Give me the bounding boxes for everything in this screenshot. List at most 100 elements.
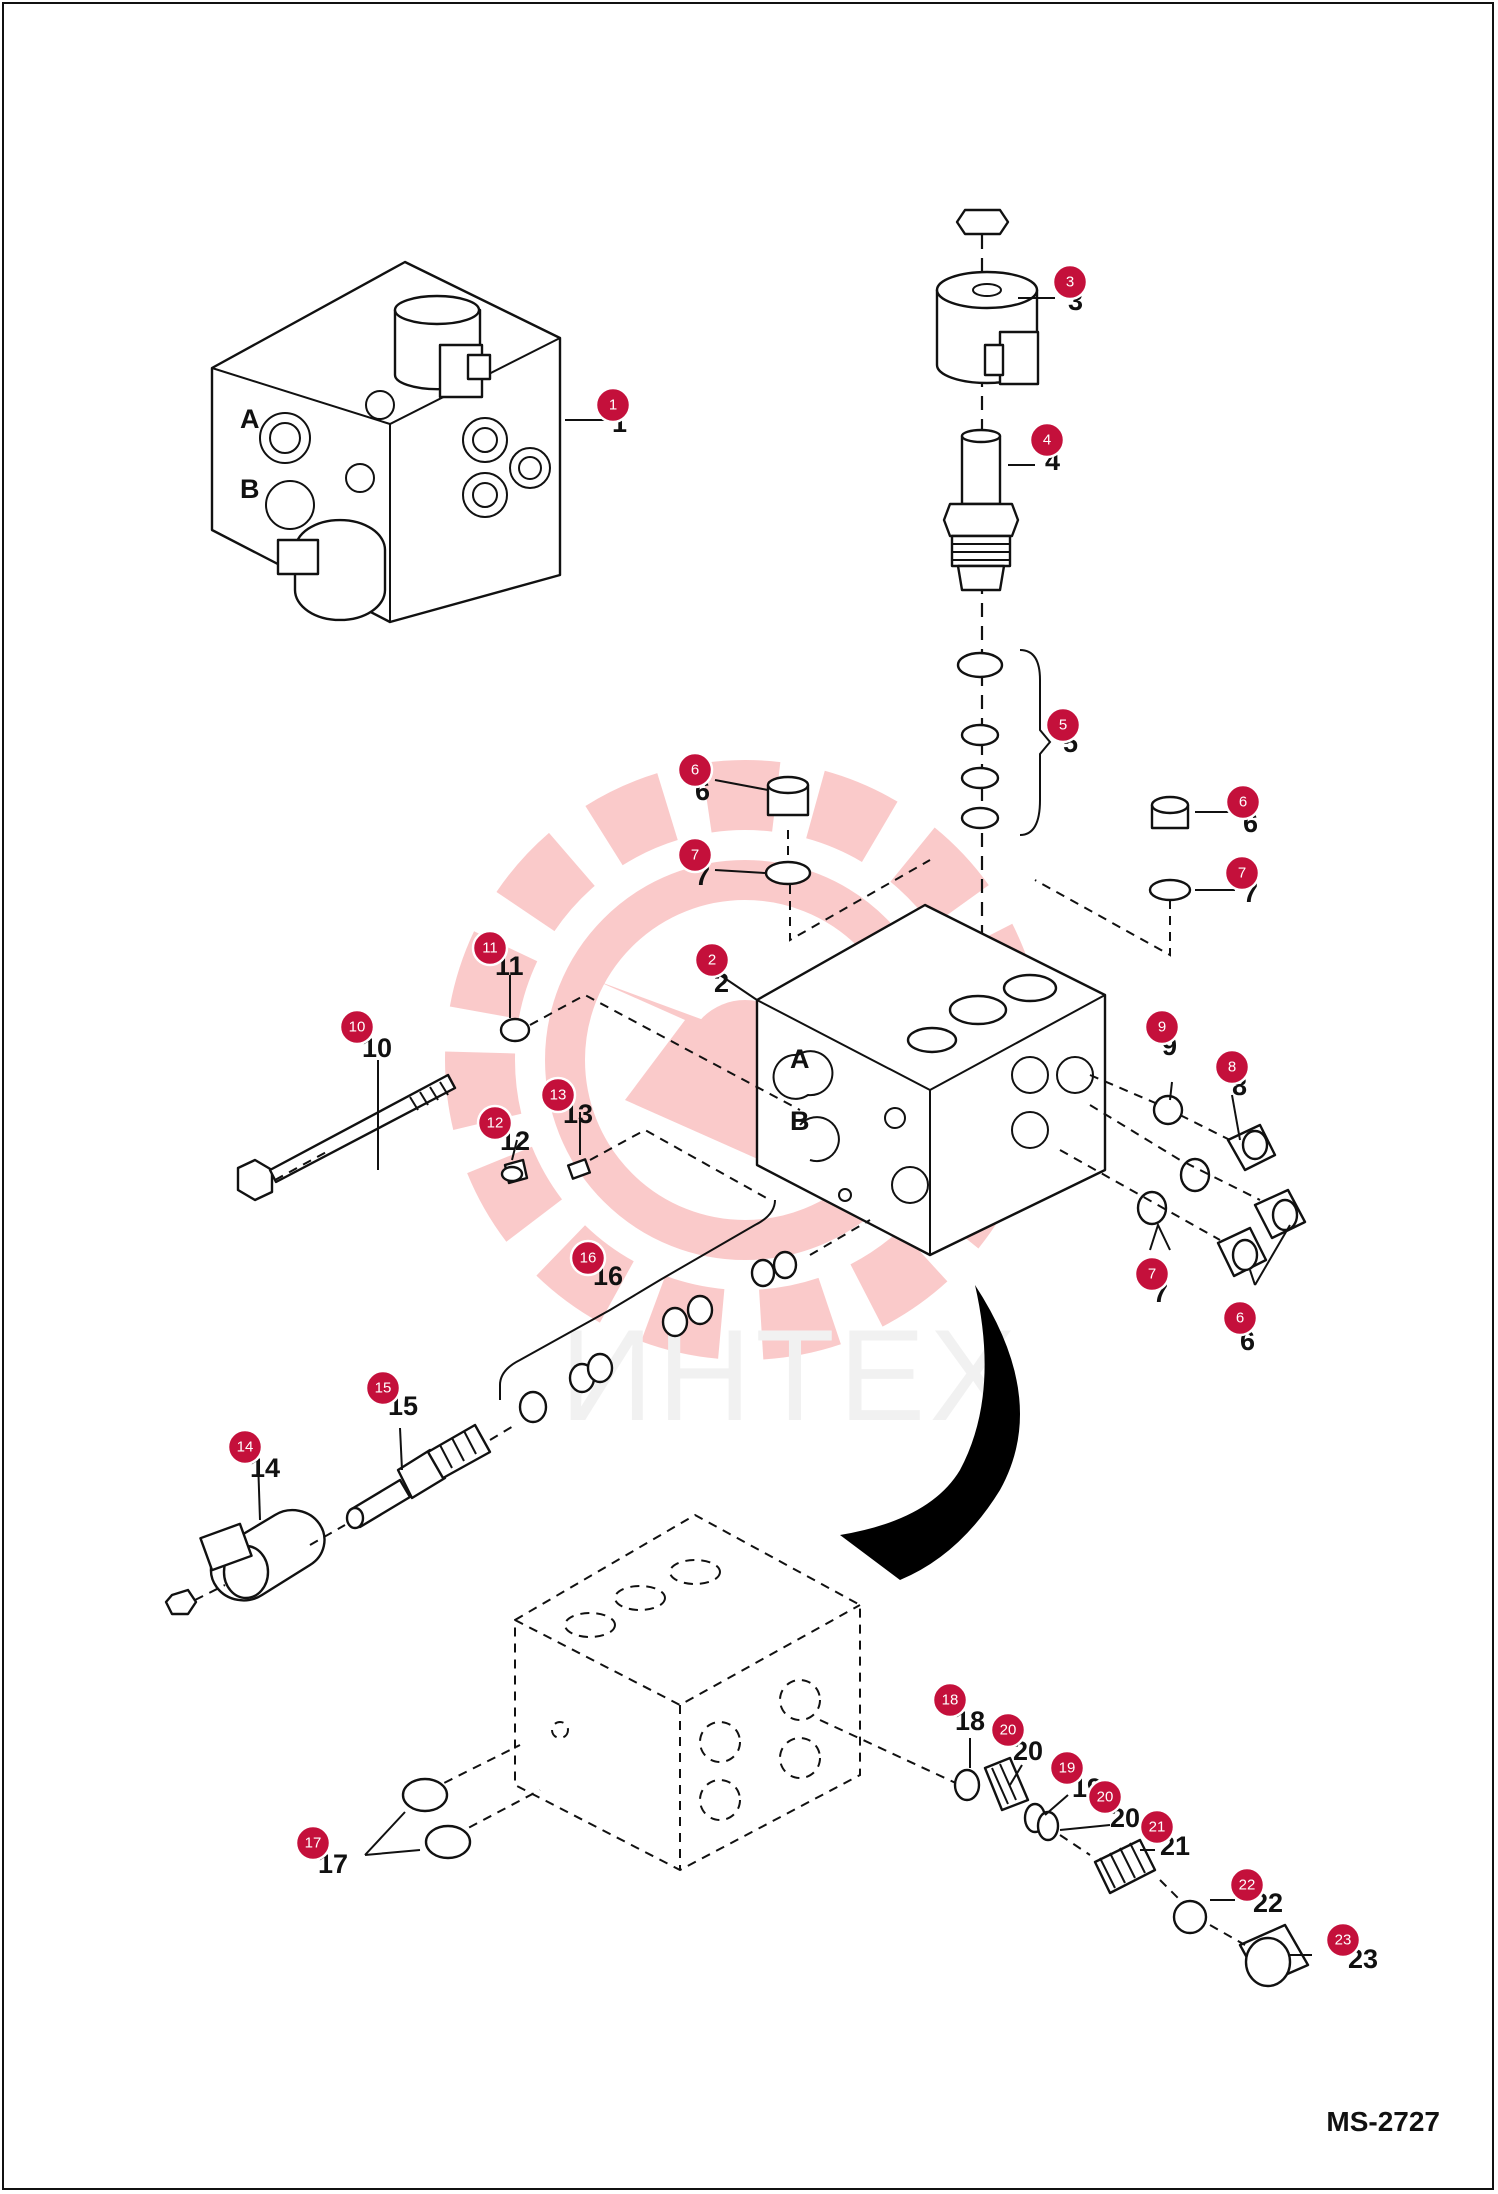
callout-badge bbox=[989, 1711, 1027, 1749]
callout-c3: 33 bbox=[1051, 263, 1089, 316]
callout-badge-label: 18 bbox=[942, 1692, 959, 1709]
callout-c9: 99 bbox=[1143, 1008, 1181, 1061]
callout-badge-label: 9 bbox=[1158, 1019, 1166, 1036]
callout-badge-label: 13 bbox=[550, 1087, 567, 1104]
valve-body-2: A B bbox=[755, 903, 1107, 1257]
callout-c6b: 66 bbox=[1224, 783, 1262, 838]
callout-c2: 22 bbox=[693, 941, 731, 998]
callout-badge bbox=[1213, 1048, 1251, 1086]
callout-badge-label: 17 bbox=[305, 1835, 322, 1852]
callout-c6c: 66 bbox=[1221, 1299, 1259, 1356]
callout-badge bbox=[693, 941, 731, 979]
callout-c5: 55 bbox=[1044, 706, 1082, 758]
callout-badge-label: 6 bbox=[1239, 794, 1247, 811]
callout-badge-label: 20 bbox=[1000, 1722, 1017, 1739]
callout-badge bbox=[676, 836, 714, 874]
callout-badge-label: 7 bbox=[1238, 865, 1246, 882]
callout-c6a: 66 bbox=[676, 751, 714, 806]
callout-badge bbox=[1143, 1008, 1181, 1046]
bottom-left-orings bbox=[364, 1777, 472, 1860]
hex-nut bbox=[955, 208, 1010, 236]
callout-badge-label: 8 bbox=[1228, 1059, 1236, 1076]
callout-badge-label: 14 bbox=[237, 1439, 254, 1456]
callout-badge bbox=[1138, 1808, 1176, 1846]
callout-badge bbox=[338, 1008, 376, 1046]
callout-badge-label: 19 bbox=[1059, 1760, 1076, 1777]
callout-badge bbox=[569, 1239, 607, 1277]
callout-badge bbox=[364, 1369, 402, 1407]
callout-badge bbox=[476, 1104, 514, 1142]
cartridge-valve-4 bbox=[942, 428, 1020, 592]
drawing-id: MS-2727 bbox=[1326, 2106, 1440, 2137]
callout-c1: 11 bbox=[594, 386, 632, 438]
callout-badge-label: 7 bbox=[1148, 1266, 1156, 1283]
lower-valve-set bbox=[164, 1199, 871, 1616]
port-mark-b: B bbox=[240, 474, 260, 504]
o-ring bbox=[956, 651, 1004, 679]
solenoid-coil-3 bbox=[935, 270, 1040, 386]
callout-badge-label: 22 bbox=[1239, 1877, 1256, 1894]
callout-badge-label: 6 bbox=[691, 762, 699, 779]
callout-badge bbox=[1044, 706, 1082, 744]
callout-c4: 44 bbox=[1028, 421, 1066, 476]
callout-badge-label: 12 bbox=[487, 1115, 504, 1132]
callout-badge-label: 4 bbox=[1043, 432, 1051, 449]
top-plugs bbox=[764, 775, 1192, 957]
callout-badge-label: 15 bbox=[375, 1380, 392, 1397]
callout-badge-label: 6 bbox=[1236, 1310, 1244, 1327]
ghost-valve-block bbox=[429, 1513, 961, 1872]
callout-badge-label: 20 bbox=[1097, 1789, 1114, 1806]
right-plugs bbox=[1059, 1074, 1307, 1286]
callout-badge bbox=[1223, 854, 1261, 892]
callout-badge bbox=[471, 929, 509, 967]
callout-badge-label: 16 bbox=[580, 1250, 597, 1267]
body-port-mark-b: B bbox=[790, 1106, 810, 1136]
o-ring bbox=[960, 806, 1000, 830]
callout-badge bbox=[1048, 1749, 1086, 1787]
callout-badge-label: 2 bbox=[708, 952, 716, 969]
port-mark-a: A bbox=[240, 404, 260, 434]
callout-badge-label: 21 bbox=[1149, 1819, 1166, 1836]
callout-badge bbox=[294, 1824, 332, 1862]
callout-badge-label: 3 bbox=[1066, 274, 1074, 291]
callout-badge bbox=[539, 1076, 577, 1114]
top-stack bbox=[935, 208, 1052, 1040]
left-fasteners bbox=[236, 993, 801, 1202]
callout-badge-label: 7 bbox=[691, 847, 699, 864]
callout-badge bbox=[931, 1681, 969, 1719]
callout-badge bbox=[676, 751, 714, 789]
callout-c8: 88 bbox=[1213, 1048, 1251, 1101]
callout-badge bbox=[226, 1428, 264, 1466]
o-ring bbox=[960, 766, 1000, 790]
assembled-valve: A B bbox=[210, 260, 605, 624]
callout-badge bbox=[1221, 1299, 1259, 1337]
callout-badge bbox=[1133, 1255, 1171, 1293]
callout-badge bbox=[1324, 1921, 1362, 1959]
callout-badge bbox=[1224, 783, 1262, 821]
callout-badge bbox=[1028, 421, 1066, 459]
callout-c7a: 77 bbox=[676, 836, 714, 891]
body-port-mark-a: A bbox=[790, 1044, 810, 1074]
callout-badge bbox=[1051, 263, 1089, 301]
callout-badge-label: 10 bbox=[349, 1019, 366, 1036]
callout-badge-label: 1 bbox=[609, 397, 617, 414]
relief-valve-stack bbox=[953, 1756, 1310, 1988]
solenoid-coil-14 bbox=[164, 1508, 326, 1616]
callout-badge bbox=[1228, 1866, 1266, 1904]
callout-c7c: 77 bbox=[1133, 1255, 1171, 1308]
callout-badge bbox=[594, 386, 632, 424]
